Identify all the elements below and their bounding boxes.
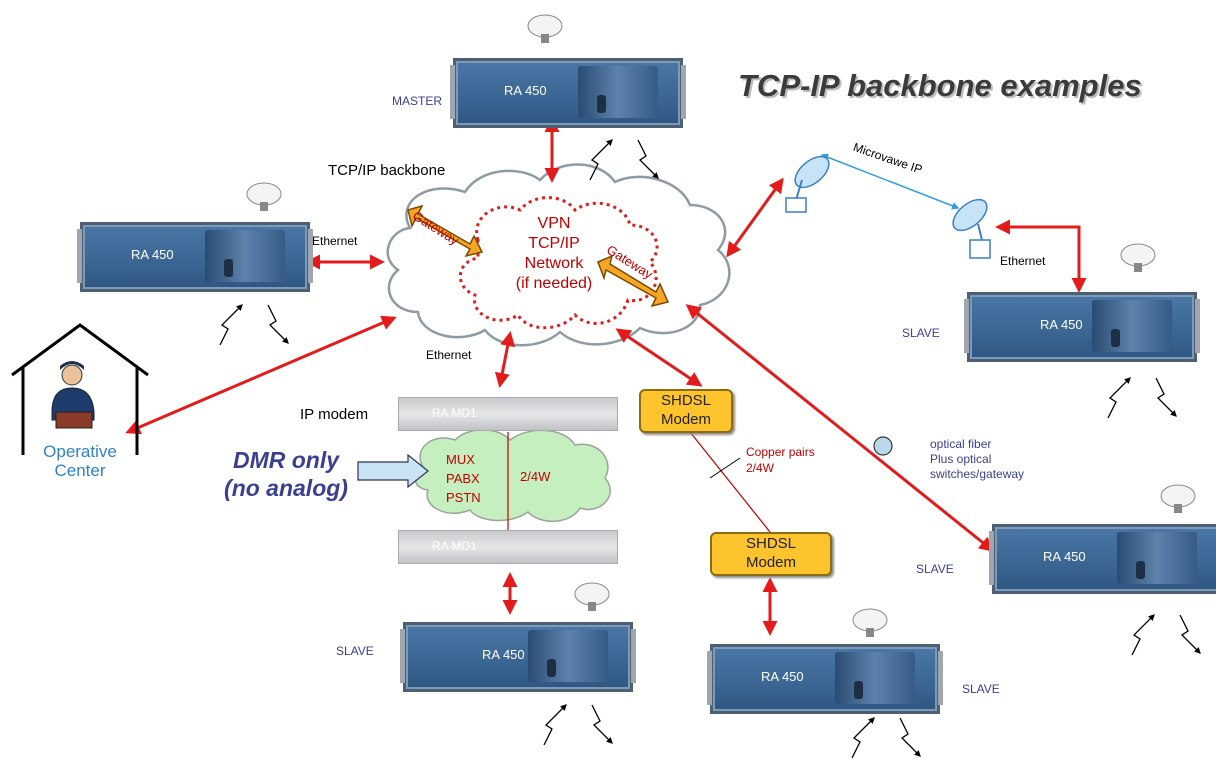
radio-label: RA 450 [761,669,804,684]
gps-antenna-icon [525,14,565,46]
radio-label: RA 450 [1043,549,1086,564]
copper-pairs-label: Copper pairs 2/4W [746,445,815,475]
role-master: MASTER [392,94,443,108]
dmr-callout-arrow [357,453,429,489]
ip-modem-label: IP modem [300,406,369,423]
ethernet-label-right: Ethernet [1000,254,1046,268]
radio-ra450-left: RA 450 [77,222,313,292]
radio-ra450-slave-top-right: RA 450 [964,292,1200,362]
modem-label: RA MD1 [432,406,477,420]
gateway-arrow-left [407,204,484,258]
radio-label: RA 450 [504,83,547,98]
page-title: TCP-IP backbone examples [738,68,1142,103]
ethernet-label-bottom: Ethernet [426,348,472,362]
gps-antenna-icon [244,182,284,214]
operative-center-house [11,323,149,455]
modem-label: RA MD1 [432,539,477,553]
optical-fiber-icon [873,436,893,456]
radio-label: RA 450 [482,647,525,662]
microwave-dish-icon [785,155,830,213]
role-slave: SLAVE [336,644,374,658]
red-links [125,117,1087,636]
role-slave: SLAVE [916,562,954,576]
role-slave: SLAVE [962,682,1000,696]
optical-fiber-label: optical fiber Plus optical switches/gate… [930,437,1025,481]
radio-ra450-master: RA 450 [450,58,686,128]
ethernet-label-left: Ethernet [312,234,358,248]
dmr-only-note: DMR only (no analog) [224,447,348,501]
vpn-cloud [458,196,659,330]
operative-center-label: Operative Center [43,442,117,480]
radio-ra450-slave-bottom-center: RA 450 [400,622,636,692]
radio-label: RA 450 [131,247,174,262]
role-slave: SLAVE [902,326,940,340]
backbone-label: TCP/IP backbone [328,162,446,179]
operator-icon [51,361,95,429]
gps-antenna-icon [1118,243,1158,275]
gateway-arrow-right [597,254,670,308]
mux-labels: MUX PABX PSTN [446,452,481,505]
microwave-dish-icon [952,198,991,259]
radio-wave-arrows [219,139,1201,759]
gps-antenna-icon [572,582,612,614]
radio-label: RA 450 [1040,317,1083,332]
radio-ra450-slave-right: RA 450 [989,524,1216,594]
gps-antenna-icon [1158,484,1198,516]
mux-cloud [414,429,611,523]
gps-antenna-icon [850,608,890,640]
ra-md1-modem-top: RA MD1 [398,397,618,431]
radio-ra450-slave-bottom-right: RA 450 [707,644,943,714]
ra-md1-modem-bottom: RA MD1 [398,530,618,564]
wire-label: 2/4W [520,469,551,484]
vpn-network-label: VPN TCP/IP Network (if needed) [515,215,593,292]
